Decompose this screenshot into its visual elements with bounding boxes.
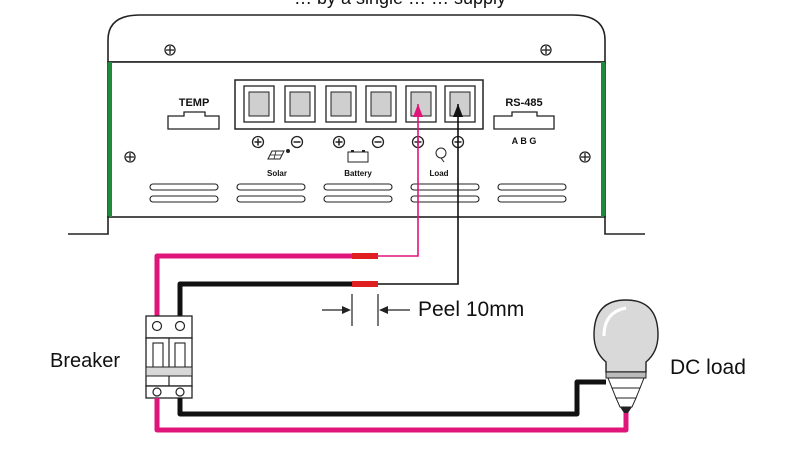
load-positive-wire xyxy=(378,104,419,257)
positive-load-cable xyxy=(154,398,629,433)
screw-icon xyxy=(124,151,136,163)
mount-foot-left xyxy=(68,216,109,235)
vent-slot xyxy=(323,195,393,203)
terminal-slot xyxy=(243,85,275,123)
breaker-label: Breaker xyxy=(50,350,120,372)
dc-load-label: DC load xyxy=(670,356,746,379)
positive-wire-tip xyxy=(352,253,378,259)
vent-slot xyxy=(323,183,393,191)
mount-foot-right xyxy=(604,216,645,235)
terminal-slot xyxy=(284,85,316,123)
screw-icon xyxy=(540,44,552,56)
rs485-label: RS-485 xyxy=(505,97,542,109)
load-positive-arrow xyxy=(413,104,423,117)
battery-icon xyxy=(347,150,369,163)
panel-edge-right xyxy=(601,62,605,217)
peel-arrowhead-right xyxy=(379,306,388,314)
group-label-load: Load xyxy=(429,169,448,178)
group-label-battery: Battery xyxy=(344,169,372,178)
group-label-solar: Solar xyxy=(267,169,287,178)
screw-icon xyxy=(579,151,591,163)
vent-slot xyxy=(410,195,480,203)
vent-slot xyxy=(497,183,567,191)
solar-panel-icon xyxy=(267,149,290,160)
lamp-icon xyxy=(435,147,447,163)
negative-load-cable xyxy=(177,379,606,417)
plus-symbol xyxy=(251,135,265,149)
controller-lid xyxy=(107,14,606,63)
rs485-pins: A B G xyxy=(512,136,537,146)
breaker-icon xyxy=(145,315,193,399)
temp-port xyxy=(167,111,220,130)
terminal-block xyxy=(234,79,484,130)
rs485-port xyxy=(493,111,555,130)
vent-slot xyxy=(236,195,306,203)
bulb-icon xyxy=(593,299,659,413)
plus-symbol xyxy=(332,135,346,149)
vent-slot xyxy=(149,195,219,203)
vent-slot xyxy=(236,183,306,191)
positive-cable xyxy=(154,253,352,316)
load-negative-arrow xyxy=(453,104,463,117)
vent-slots xyxy=(149,183,567,203)
load-negative-wire xyxy=(378,104,459,285)
screw-icon xyxy=(164,44,176,56)
panel-edge-left xyxy=(108,62,112,217)
terminal-slot xyxy=(325,85,357,123)
vent-slot xyxy=(410,183,480,191)
negative-wire-tip xyxy=(352,281,378,287)
peel-arrowhead-left xyxy=(342,306,351,314)
vent-slot xyxy=(497,195,567,203)
temp-label: TEMP xyxy=(179,97,210,109)
minus-symbol xyxy=(290,135,304,149)
header-caption: … by a single … … supply xyxy=(294,0,506,8)
vent-slot xyxy=(149,183,219,191)
terminal-slot xyxy=(365,85,397,123)
negative-cable xyxy=(177,281,352,316)
peel-label: Peel 10mm xyxy=(418,298,524,321)
minus-symbol xyxy=(371,135,385,149)
